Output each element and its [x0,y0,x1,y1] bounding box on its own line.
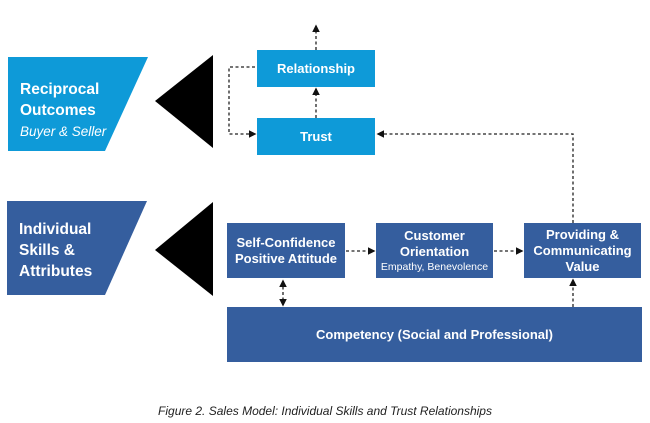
figure-caption: Figure 2. Sales Model: Individual Skills… [158,404,492,418]
edge-relationship-loop-to-trust [228,66,257,138]
outcomes-line2: Outcomes [20,102,96,119]
outcomes-panel-shape [8,57,148,151]
self-confidence-line1: Self-Confidence [236,234,336,250]
competency-label: Competency (Social and Professional) [316,326,553,342]
outcomes-line1: Reciprocal [20,81,100,98]
skills-panel-shape [7,201,147,295]
outcomes-pointer-triangle [155,55,213,148]
skills-pointer-triangle [155,202,213,296]
customer-orientation-node: Customer Orientation Empathy, Benevolenc… [376,223,493,278]
skills-line3: Attributes [19,263,93,280]
relationship-node: Relationship [257,50,375,87]
customer-orientation-line1: Customer [404,227,465,243]
providing-value-line1: Providing & [546,226,619,242]
outcomes-panel: Reciprocal Outcomes Buyer & Seller [20,79,106,142]
skills-line1: Individual [19,221,92,238]
customer-orientation-sub: Empathy, Benevolence [380,260,489,273]
providing-value-line2: Communicating [533,242,632,258]
outcomes-subtitle: Buyer & Seller [20,124,107,139]
providing-value-line3: Value [565,258,600,274]
skills-line2: Skills & [19,242,75,259]
trust-node: Trust [257,118,375,155]
competency-node: Competency (Social and Professional) [227,307,642,362]
self-confidence-line2: Positive Attitude [234,250,338,266]
skills-panel: Individual Skills & Attributes [19,219,92,282]
trust-label: Trust [300,128,332,144]
providing-value-node: Providing & Communicating Value [524,223,641,278]
edge-value-to-trust [376,130,574,223]
customer-orientation-line2: Orientation [399,243,470,259]
relationship-label: Relationship [276,60,355,76]
self-confidence-node: Self-Confidence Positive Attitude [227,223,345,278]
